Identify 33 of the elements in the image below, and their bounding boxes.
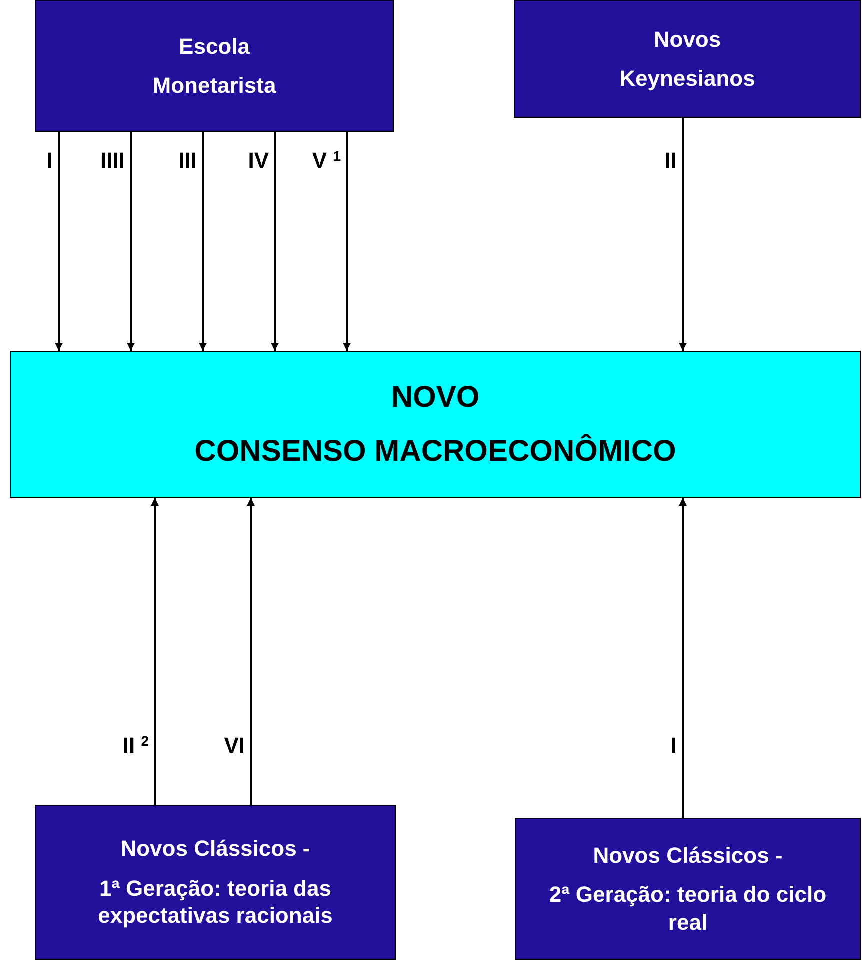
- box-text: Escola: [179, 32, 250, 60]
- school-box: [35, 805, 396, 960]
- title-text: NOVO: [391, 380, 480, 416]
- edge-label: II $^{2}$: [122, 735, 149, 757]
- arrow: [271, 132, 279, 351]
- arrow: [127, 132, 135, 351]
- box-text: 2ª Geração: teoria do ciclo real: [548, 881, 828, 936]
- box-text: Monetarista: [152, 72, 276, 100]
- edge-label: II: [664, 150, 677, 172]
- box-text: Novos Clássicos -: [593, 842, 783, 870]
- box-text: Novos: [654, 26, 722, 53]
- school-box: [515, 818, 861, 960]
- edge-label: VI: [224, 735, 245, 757]
- title-text: CONSENSO MACROECONÔMICO: [194, 433, 676, 470]
- arrow: [55, 132, 63, 351]
- edge-label: IV: [248, 150, 269, 172]
- box-text: Novos Clássicos -: [120, 835, 310, 863]
- box-text: Keynesianos: [620, 65, 756, 92]
- edge-label: V $^{1}$: [312, 150, 341, 172]
- arrow: [199, 132, 207, 351]
- edge-label: I: [670, 735, 677, 757]
- box-text: 1ª Geração: teoria das expectativas racionais: [97, 874, 334, 930]
- arrow: [247, 498, 255, 805]
- consensus-box: [10, 351, 861, 498]
- arrow: [343, 132, 351, 351]
- arrow: [151, 498, 159, 805]
- school-box: [35, 0, 394, 132]
- edge-label: III: [178, 150, 197, 172]
- school-box: [514, 0, 861, 118]
- edge-label: IIII: [100, 150, 125, 172]
- edge-label: I: [46, 150, 53, 172]
- arrow: [679, 498, 687, 818]
- arrow: [679, 118, 687, 351]
